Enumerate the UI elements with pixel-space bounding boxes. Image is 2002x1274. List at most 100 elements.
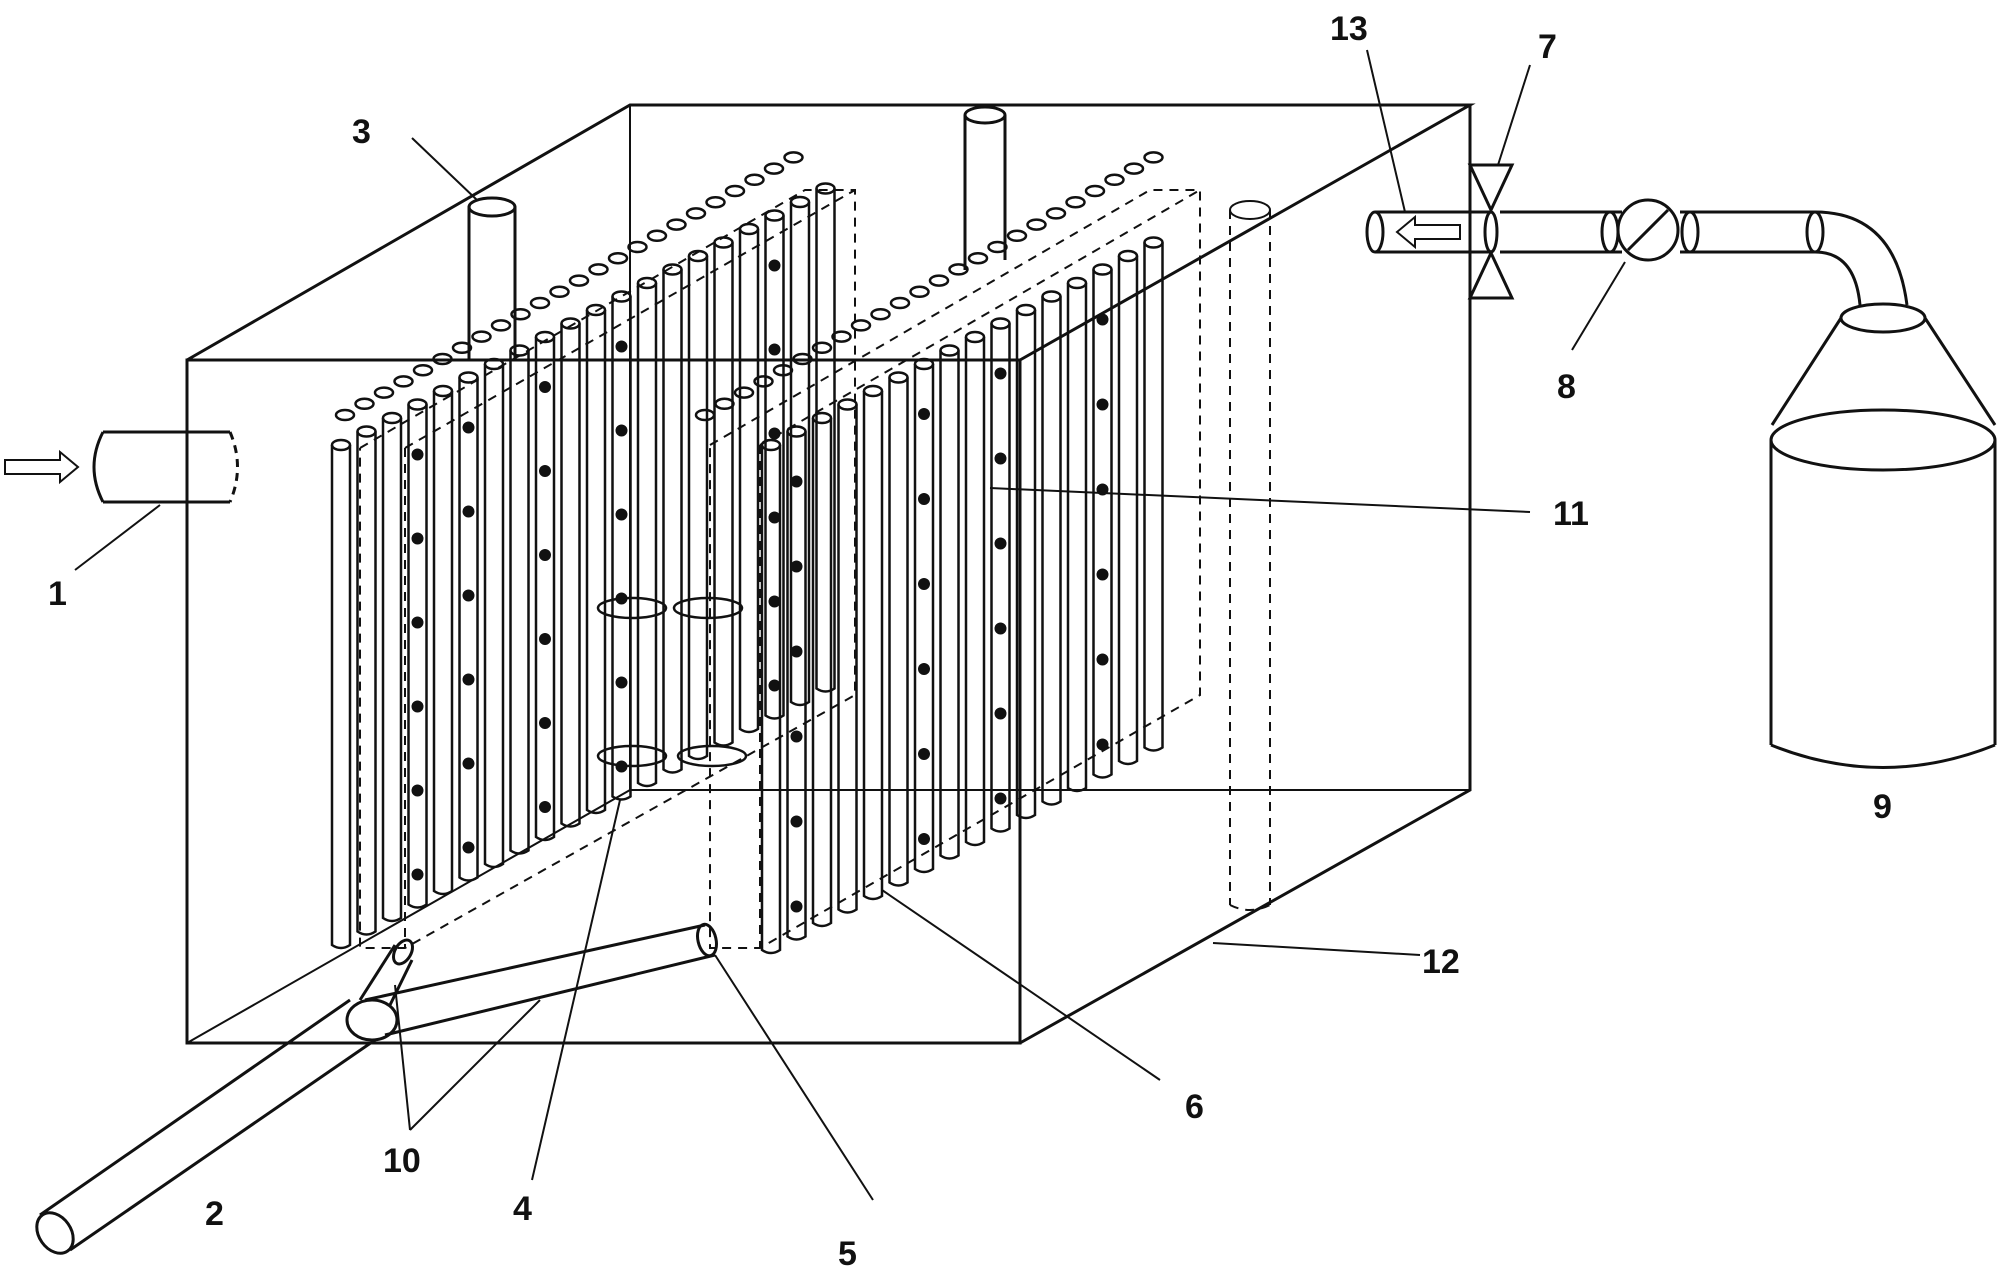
tube: [862, 384, 884, 901]
tube-hole: [462, 505, 475, 518]
tube: [764, 209, 785, 720]
tube: [1092, 263, 1113, 779]
tube: [330, 438, 352, 950]
tube-hole: [411, 700, 424, 713]
tube-top-ring: [412, 363, 434, 377]
tube: [713, 236, 734, 747]
outlet-pipe: [1365, 210, 1490, 254]
tube-top-ring: [724, 184, 746, 198]
valve: [1467, 163, 1515, 300]
tube: [990, 317, 1011, 833]
label-7: 7: [1538, 28, 1557, 66]
tube-hole: [994, 537, 1007, 550]
tube-hole: [462, 841, 475, 854]
tube: [1015, 303, 1037, 820]
label-3: 3: [352, 113, 371, 151]
tube: [815, 182, 836, 693]
tube-hole: [790, 730, 803, 743]
tube-top-ring: [490, 319, 512, 332]
tube-top-ring: [646, 229, 668, 243]
vent-pipe-left: [467, 196, 517, 360]
connector-pipe: [345, 922, 718, 1042]
label-5: 5: [838, 1235, 857, 1273]
tube-hole: [411, 784, 424, 797]
tube-top-ring: [334, 408, 356, 422]
spacer-discs: [596, 596, 748, 768]
tube-hole: [1096, 398, 1109, 411]
label-6: 6: [1185, 1088, 1204, 1126]
tube-top-ring: [783, 151, 804, 164]
vent-pipe-middle: [963, 105, 1007, 270]
tube-hole: [411, 532, 424, 545]
tube-hole: [615, 676, 628, 689]
tube: [738, 222, 760, 734]
tube-hole: [790, 475, 803, 488]
tube-top-ring: [373, 386, 395, 399]
tube-hole: [994, 707, 1007, 720]
tube-top-ring: [909, 285, 930, 299]
label-13: 13: [1330, 10, 1368, 48]
tube-top-ring: [510, 307, 531, 321]
tube: [913, 357, 935, 874]
tube-top-ring: [811, 341, 833, 355]
tube-top-ring: [987, 240, 1008, 254]
tube-hole: [918, 748, 930, 760]
inlet-pipe: [4, 430, 239, 504]
tube-top-ring: [1065, 195, 1086, 209]
tube-hole: [1096, 653, 1109, 666]
tube: [662, 263, 683, 774]
tube-top-ring: [967, 251, 989, 265]
tank-box: [185, 103, 1476, 1045]
tube-hole: [994, 452, 1007, 465]
tube-hole: [462, 757, 475, 770]
tube: [964, 330, 986, 847]
tube-hole: [918, 493, 930, 505]
tube-hole: [411, 616, 424, 629]
tube-hole: [994, 792, 1007, 805]
tube-top-ring: [627, 240, 648, 254]
tube-hole: [768, 595, 781, 608]
tube: [560, 317, 581, 828]
tube: [1066, 276, 1088, 793]
tube-hole: [462, 673, 475, 686]
tube: [786, 425, 807, 941]
right-module-frame: [709, 189, 1201, 949]
tube: [760, 438, 782, 955]
leader-lines: [74, 49, 1626, 1201]
tube-top-ring: [1104, 173, 1125, 187]
tube: [687, 249, 709, 761]
tube-top-ring: [588, 263, 609, 276]
tube-top-ring: [685, 207, 707, 220]
tube-top-ring: [850, 319, 872, 332]
tube-top-ring: [733, 386, 755, 399]
label-8: 8: [1557, 368, 1576, 406]
tube: [356, 425, 377, 936]
tube: [888, 371, 909, 887]
tube-hole: [411, 868, 424, 881]
label-12: 12: [1422, 943, 1460, 981]
tube-hole: [790, 815, 803, 828]
tube-top-ring: [870, 307, 891, 321]
tube-hole: [462, 421, 475, 434]
tube: [636, 276, 658, 788]
tube-hole: [994, 367, 1007, 380]
tube-hole: [615, 508, 628, 521]
tube-top-ring: [753, 375, 774, 388]
drain-pipe: [35, 998, 376, 1255]
tube-hole: [768, 259, 781, 272]
tube-top-ring: [529, 296, 551, 310]
tube-top-ring: [568, 274, 590, 287]
labels: 1 2 3 4 5 6 7 8 9 10 11 12 13: [48, 10, 1892, 1273]
tube: [1143, 236, 1164, 752]
tube-hole: [790, 900, 803, 913]
tube-top-ring: [354, 397, 375, 411]
tube: [458, 371, 479, 882]
tube: [1117, 249, 1139, 766]
tube: [939, 344, 960, 860]
tube-hole: [539, 465, 551, 477]
label-9: 9: [1873, 788, 1892, 826]
tube-top-ring: [451, 341, 473, 355]
tube-top-ring: [1026, 218, 1047, 231]
tube-hole: [539, 381, 551, 393]
tube: [1041, 290, 1062, 806]
